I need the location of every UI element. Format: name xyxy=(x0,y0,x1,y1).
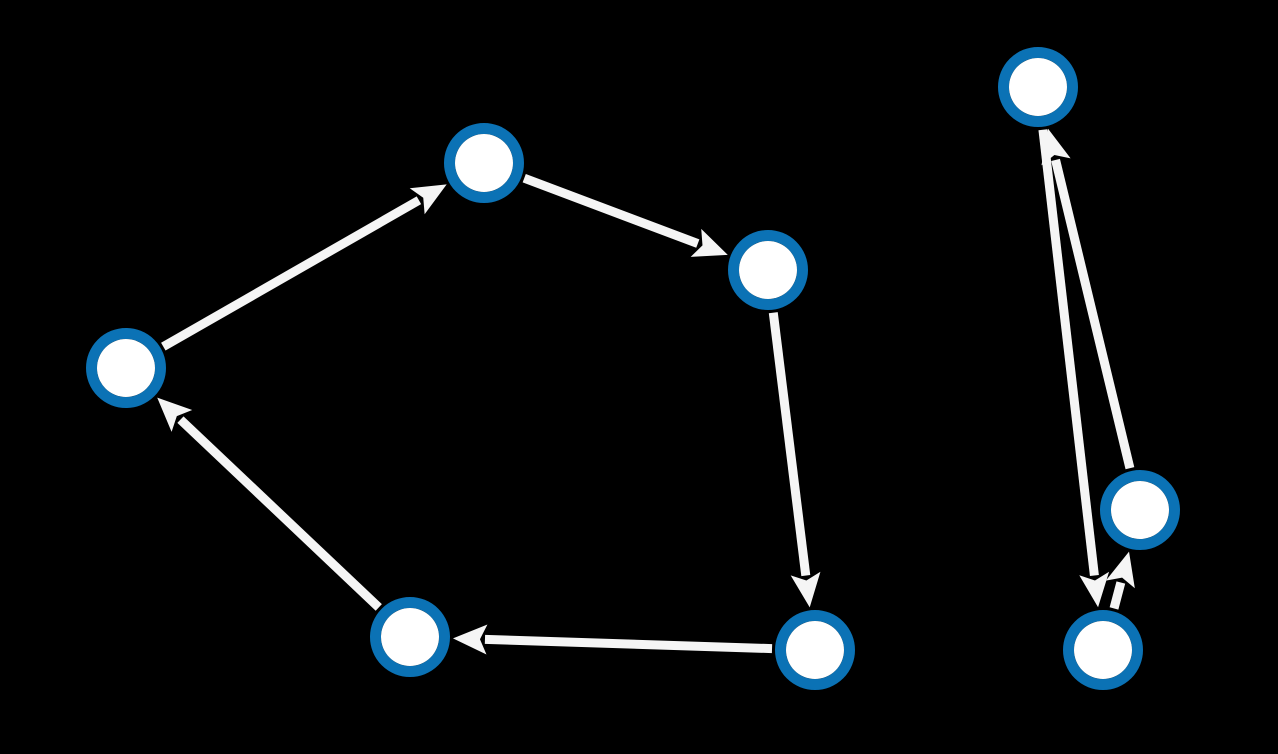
graph-edge-n1-to-n2 xyxy=(161,196,422,351)
node-core-n5 xyxy=(1111,481,1169,539)
graph-node-n6[interactable] xyxy=(1063,610,1143,690)
arrowhead-icon-n1-to-n2 xyxy=(409,184,447,215)
arrowhead-icon-n6-to-n5 xyxy=(1105,551,1135,589)
arrowhead-icon-n7-to-n8 xyxy=(452,624,488,655)
node-ring-n6 xyxy=(1063,610,1143,690)
graph-node-n4[interactable] xyxy=(998,47,1078,127)
node-ring-n3 xyxy=(728,230,808,310)
graph-edge-n6-to-n5 xyxy=(1109,581,1126,610)
graph-edge-n8-to-n1 xyxy=(177,416,382,611)
graph-node-n8[interactable] xyxy=(370,597,450,677)
node-core-n2 xyxy=(455,134,513,192)
graph-edge-n7-to-n8 xyxy=(484,634,773,654)
node-ring-n1 xyxy=(86,328,166,408)
node-core-n7 xyxy=(786,621,844,679)
nodes-layer xyxy=(86,47,1180,690)
graph-node-n5[interactable] xyxy=(1100,470,1180,550)
arrowhead-icon-n2-to-n3 xyxy=(690,228,728,257)
graph-edge-n2-to-n3 xyxy=(522,173,700,248)
node-ring-n2 xyxy=(444,123,524,203)
arrowhead-icon-n3-to-n7 xyxy=(790,571,821,608)
graph-node-n7[interactable] xyxy=(775,610,855,690)
graph-edge-n5-to-n4 xyxy=(1051,158,1135,470)
arrowhead-icon-n8-to-n1 xyxy=(157,397,193,432)
graph-edge-n3-to-n7 xyxy=(768,312,811,577)
node-core-n6 xyxy=(1074,621,1132,679)
node-ring-n5 xyxy=(1100,470,1180,550)
arrowhead-icon-n4-to-n6 xyxy=(1079,571,1110,608)
edges-layer xyxy=(157,128,1135,655)
node-core-n3 xyxy=(739,241,797,299)
graph-node-n2[interactable] xyxy=(444,123,524,203)
node-core-n8 xyxy=(381,608,439,666)
node-core-n1 xyxy=(97,339,155,397)
graph-node-n3[interactable] xyxy=(728,230,808,310)
node-ring-n4 xyxy=(998,47,1078,127)
arrowhead-icon-n5-to-n4 xyxy=(1041,128,1071,166)
node-ring-n8 xyxy=(370,597,450,677)
node-core-n4 xyxy=(1009,58,1067,116)
graph-edge-n4-to-n6 xyxy=(1038,129,1099,577)
graph-node-n1[interactable] xyxy=(86,328,166,408)
node-ring-n7 xyxy=(775,610,855,690)
